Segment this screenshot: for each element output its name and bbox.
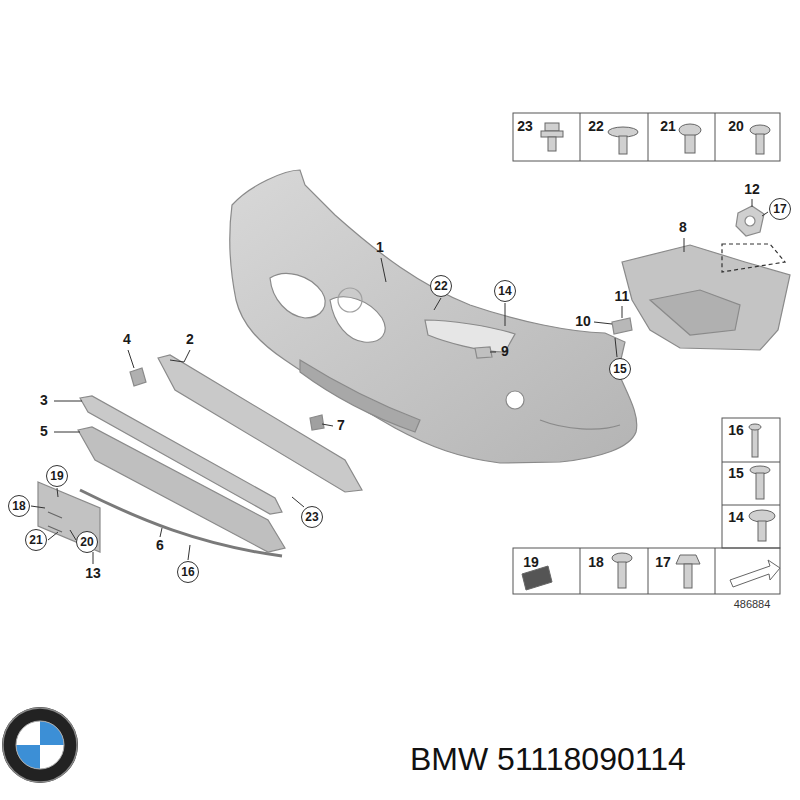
- callout-number: 14: [728, 510, 744, 525]
- callout-number: 21: [29, 534, 42, 546]
- bmw-logo: [2, 707, 78, 783]
- callout-circle: 14: [494, 280, 516, 302]
- callout-number: 10: [575, 314, 591, 329]
- callout-circle: 16: [177, 561, 199, 583]
- callout-number: 22: [434, 280, 447, 292]
- part-number: BMW 51118090114: [410, 742, 686, 777]
- callout-number: 19: [50, 470, 63, 482]
- callout-circle: 20: [76, 531, 98, 553]
- bumper-drawing: [230, 170, 637, 463]
- callout-number: 13: [85, 566, 101, 581]
- callout-circle: 22: [430, 275, 452, 297]
- callout-number: 23: [517, 119, 533, 134]
- callout-number: 15: [728, 466, 744, 481]
- callout-number: 14: [498, 285, 511, 297]
- callout-number: 11: [615, 289, 630, 304]
- callout-number: 9: [501, 344, 509, 359]
- callout-number: 17: [773, 203, 786, 215]
- fastener-icons: [522, 123, 780, 590]
- leader-lines: [31, 199, 768, 564]
- callout-number: 1: [376, 240, 384, 255]
- callout-number: 21: [660, 119, 676, 134]
- bracket-drawing: [622, 206, 790, 350]
- callout-number: 3: [40, 393, 48, 408]
- callout-circle: 17: [769, 198, 791, 220]
- callout-number: 18: [588, 555, 604, 570]
- callout-number: 2: [186, 332, 194, 347]
- callout-number: 16: [181, 566, 194, 578]
- callout-number: 7: [337, 418, 345, 433]
- callout-number: 4: [123, 332, 131, 347]
- grille-parts: [38, 318, 632, 556]
- callout-circle: 19: [46, 465, 68, 487]
- callout-number: 15: [613, 363, 626, 375]
- callout-number: 22: [588, 119, 604, 134]
- callout-number: 23: [305, 511, 318, 523]
- callout-number: 12: [744, 182, 760, 197]
- diagram-number: 486884: [734, 598, 771, 610]
- callout-number: 6: [156, 538, 164, 553]
- callout-number: 20: [728, 119, 744, 134]
- callout-number: 18: [12, 500, 25, 512]
- callout-circle: 15: [609, 358, 631, 380]
- callout-number: 8: [679, 220, 687, 235]
- callout-circle: 18: [8, 495, 30, 517]
- callout-circle: 23: [301, 506, 323, 528]
- callout-circle: 21: [25, 529, 47, 551]
- fastener-tables: [513, 113, 780, 594]
- callout-number: 19: [523, 555, 539, 570]
- callout-number: 16: [728, 423, 744, 438]
- callout-number: 17: [655, 555, 671, 570]
- callout-number: 5: [40, 424, 48, 439]
- callout-number: 20: [80, 536, 93, 548]
